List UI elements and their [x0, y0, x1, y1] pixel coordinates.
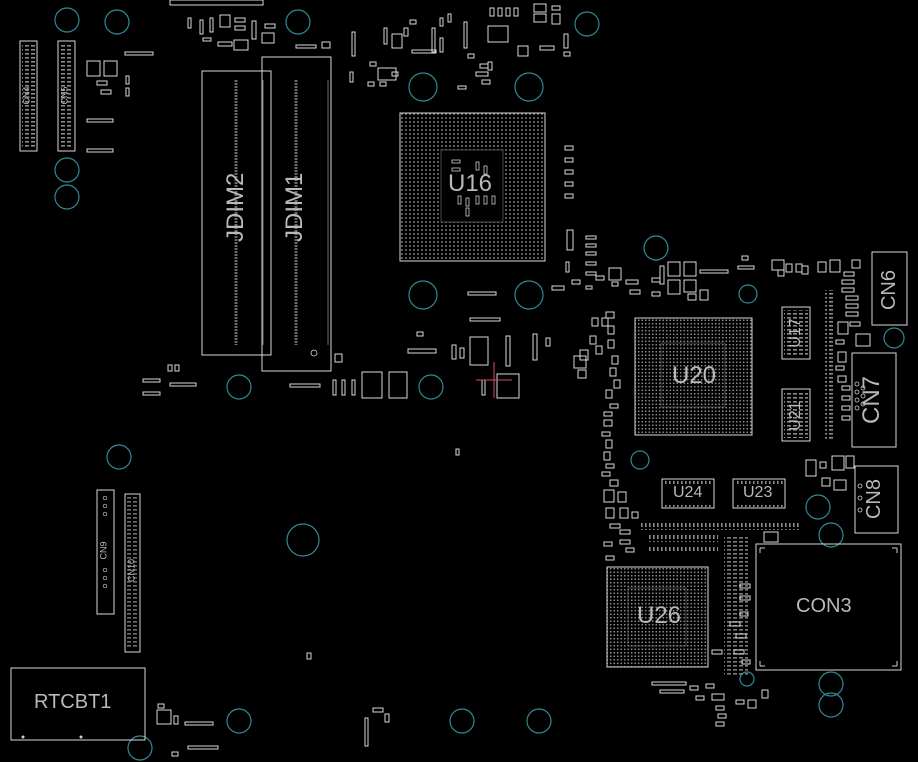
label-cn9: CN9: [98, 541, 109, 560]
label-u17: U17: [787, 318, 804, 348]
dimm-slot-jdim2[interactable]: [201, 70, 272, 356]
mounting-hole: [54, 7, 80, 33]
connector-con3[interactable]: [755, 543, 902, 671]
mounting-hole: [630, 450, 650, 470]
mounting-hole: [54, 157, 80, 183]
mounting-hole: [883, 327, 905, 349]
label-cn4: CN4: [21, 86, 32, 105]
label-u26: U26: [637, 602, 682, 629]
passive-components: [86, 0, 871, 757]
chip-u21[interactable]: [781, 388, 811, 442]
connector-cn6[interactable]: [871, 251, 908, 326]
mounting-hole: [514, 280, 544, 310]
label-u24: U24: [673, 484, 703, 501]
label-jdim1: JDIM1: [281, 172, 308, 242]
mounting-hole: [818, 671, 844, 697]
mounting-hole: [818, 692, 844, 718]
label-cn7: CN7: [858, 376, 885, 425]
mounting-hole: [286, 523, 320, 557]
connector-cn4[interactable]: [19, 40, 38, 152]
mounting-hole: [408, 280, 438, 310]
mounting-hole: [408, 72, 438, 102]
chip-u26[interactable]: [606, 566, 709, 668]
chip-u23[interactable]: [732, 478, 786, 509]
mounting-hole: [54, 184, 80, 210]
label-con3: CON3: [796, 595, 852, 617]
connector-strip-right: [825, 290, 833, 440]
label-u20: U20: [672, 362, 717, 389]
connector-cn5[interactable]: [57, 40, 76, 152]
mounting-hole: [738, 284, 758, 304]
mounting-hole: [818, 522, 844, 548]
mounting-hole: [226, 374, 252, 400]
crosshair-cursor: [476, 362, 512, 398]
battery-rtcbt1[interactable]: [10, 667, 146, 741]
label-rtcbt1: RTCBT1: [34, 691, 112, 713]
mounting-hole: [285, 9, 311, 35]
label-u23: U23: [743, 484, 773, 501]
mounting-holes: [54, 7, 905, 761]
dimm-slot-jdim1[interactable]: [261, 56, 332, 372]
connector-cn7[interactable]: [851, 352, 897, 448]
mounting-hole: [449, 708, 475, 734]
mounting-hole: [106, 444, 132, 470]
chip-u17[interactable]: [781, 306, 811, 360]
mounting-hole: [226, 708, 252, 734]
label-u16: U16: [448, 170, 493, 197]
connector-cn8[interactable]: [854, 465, 899, 534]
label-u21: U21: [787, 401, 804, 431]
mounting-hole: [526, 708, 552, 734]
label-cn6: CN6: [878, 270, 900, 311]
mounting-hole: [805, 494, 831, 520]
label-cn8: CN8: [863, 479, 885, 520]
mounting-hole: [514, 72, 544, 102]
chip-u20[interactable]: [634, 317, 753, 436]
mounting-hole: [104, 9, 130, 35]
mounting-hole: [127, 735, 153, 761]
connector-cn9[interactable]: [96, 489, 115, 615]
label-cn5: CN5: [59, 86, 70, 105]
chip-u16[interactable]: [399, 112, 546, 262]
connector-cn10[interactable]: [124, 493, 141, 653]
mounting-hole: [574, 11, 600, 37]
mounting-hole: [643, 235, 669, 261]
label-cn10: CN10: [126, 559, 137, 583]
chip-u24[interactable]: [661, 478, 715, 509]
mounting-hole: [418, 374, 444, 400]
label-jdim2: JDIM2: [222, 172, 249, 242]
